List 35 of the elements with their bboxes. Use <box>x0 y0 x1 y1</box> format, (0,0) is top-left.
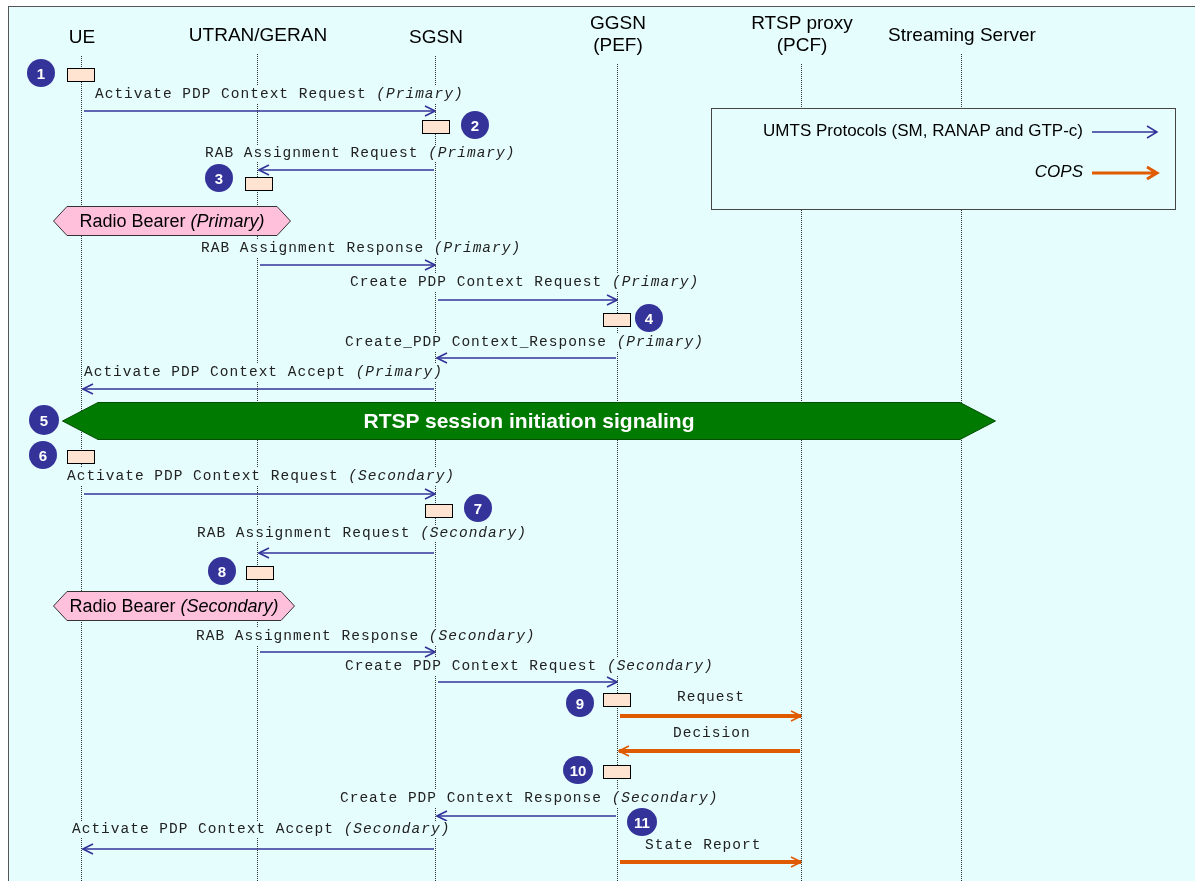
message-arrow <box>258 164 435 176</box>
message-arrow <box>436 352 617 364</box>
activation-box <box>603 313 631 327</box>
message-arrow <box>82 843 435 855</box>
message-arrow <box>83 105 436 117</box>
participant-label: UTRAN/GERAN <box>188 24 328 46</box>
message-arrow <box>258 547 435 559</box>
message-arrow <box>82 383 435 395</box>
activation-box <box>603 693 631 707</box>
activation-box <box>425 504 453 518</box>
message-arrow <box>620 710 802 722</box>
participant-label: UE <box>67 26 97 48</box>
participant-label: SGSN <box>408 26 464 48</box>
message-arrow <box>437 676 618 688</box>
activation-box <box>67 450 95 464</box>
message-arrow <box>437 294 618 306</box>
legend-label: COPS <box>1034 162 1083 182</box>
message-arrow <box>259 259 436 271</box>
activation-box <box>245 177 273 191</box>
message-arrow <box>83 488 436 500</box>
activation-box <box>603 765 631 779</box>
signaling-band: RTSP session initiation signaling <box>62 402 996 440</box>
message-arrow <box>259 646 436 658</box>
activation-box <box>422 120 450 134</box>
message-arrow <box>436 810 617 822</box>
bearer-banner: Radio Bearer (Primary) <box>53 206 291 236</box>
legend-label: UMTS Protocols (SM, RANAP and GTP-c) <box>763 121 1083 141</box>
activation-box <box>67 68 95 82</box>
message-arrow <box>618 745 800 757</box>
participant-label: RTSP proxy (PCF) <box>750 12 854 56</box>
activation-box <box>246 566 274 580</box>
participant-label: GGSN (PEF) <box>589 12 647 56</box>
participant-label: Streaming Server <box>887 24 1037 46</box>
bearer-banner: Radio Bearer (Secondary) <box>53 591 295 621</box>
message-arrow <box>620 856 802 868</box>
